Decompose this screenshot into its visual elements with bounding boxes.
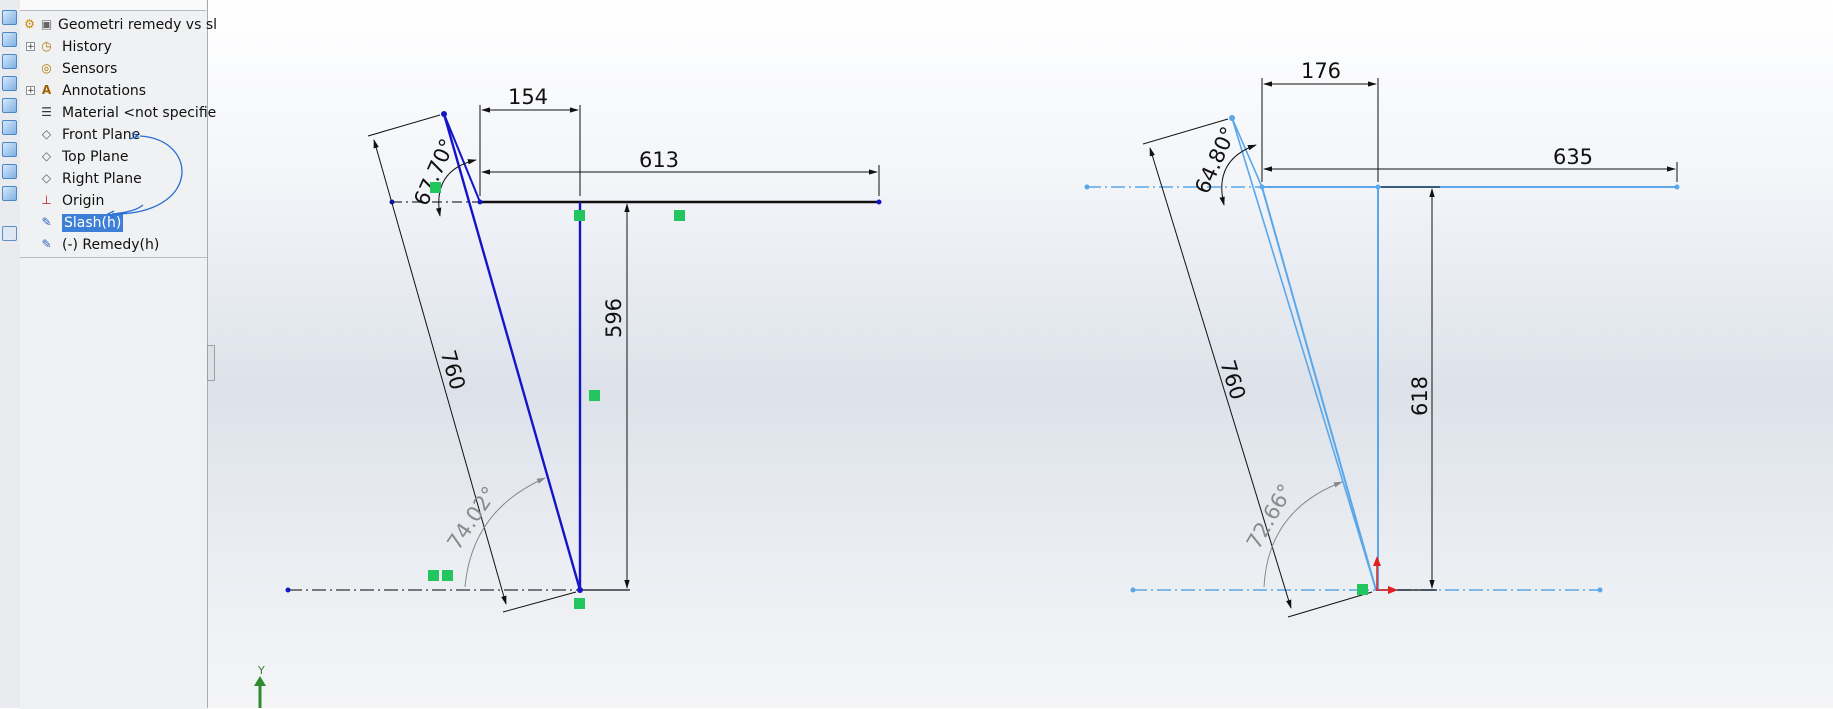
relation-marker[interactable] <box>1357 584 1368 595</box>
dim-613-label[interactable]: 613 <box>639 148 679 172</box>
tree-item-label: (-) Remedy(h) <box>62 237 160 253</box>
relation-marker[interactable] <box>589 390 600 401</box>
angle-top-label[interactable]: 67.70° <box>409 135 460 209</box>
dim-760-label[interactable]: 760 <box>436 347 470 392</box>
dim-760-ext-top <box>367 114 441 137</box>
angle-top-label[interactable]: 64.80° <box>1190 123 1241 197</box>
sketch-icon: ✎ <box>41 215 52 229</box>
remedy-slanted-line-2[interactable] <box>1261 186 1377 591</box>
relation-marker[interactable] <box>574 210 585 221</box>
endpoint[interactable] <box>1375 184 1381 190</box>
endpoint[interactable] <box>1674 184 1680 190</box>
history-icon: ◷ <box>41 39 52 53</box>
dim-618-label[interactable]: 618 <box>1408 376 1432 416</box>
view-cube-icon[interactable] <box>2 120 17 135</box>
relation-marker[interactable] <box>574 598 585 609</box>
link-icon[interactable] <box>2 226 17 241</box>
view-cube-icon[interactable] <box>2 76 17 91</box>
tree-item-label: Right Plane <box>62 171 142 187</box>
tree-item-label: Annotations <box>62 83 147 99</box>
relation-marker[interactable] <box>442 570 453 581</box>
endpoint[interactable] <box>1229 115 1235 121</box>
y-axis-arrowhead <box>254 676 266 686</box>
remedy-connector[interactable] <box>1231 117 1263 188</box>
angle-72-arc <box>1263 481 1343 588</box>
endpoint[interactable] <box>441 111 447 117</box>
relation-marker[interactable] <box>674 210 685 221</box>
endpoint[interactable] <box>1130 587 1136 593</box>
origin-x-arrowhead <box>1388 586 1398 594</box>
dim-176-label[interactable]: 176 <box>1301 59 1341 83</box>
sketch-slash[interactable]: 154 613 596 760 67.70° 74.02° <box>285 85 882 613</box>
part-name-label: Geometri remedy vs sl <box>58 17 218 33</box>
endpoint[interactable] <box>577 587 583 593</box>
endpoint[interactable] <box>285 587 291 593</box>
plane-icon: ◇ <box>41 127 52 141</box>
relation-marker[interactable] <box>428 570 439 581</box>
origin-icon: ⊥ <box>41 193 52 207</box>
document-icon: ▣ <box>40 17 53 31</box>
dim-596-label[interactable]: 596 <box>602 298 626 338</box>
feature-manager-tree: ⚙ ▣ Geometri remedy vs sl + ◷ History ◎ … <box>20 0 217 709</box>
origin-y-arrowhead <box>1373 556 1381 566</box>
annotations-icon: A <box>41 83 52 97</box>
panel-splitter-handle[interactable] <box>207 345 215 381</box>
y-axis-label: Y <box>257 664 265 677</box>
dim-635-label[interactable]: 635 <box>1553 145 1593 169</box>
plane-icon: ◇ <box>41 149 52 163</box>
tree-item-label: Material <not specifie <box>62 105 217 121</box>
expand-toggle[interactable]: + <box>26 86 35 96</box>
axis-triad: Y <box>254 664 266 708</box>
sensors-icon: ◎ <box>41 61 52 75</box>
dim-760-ext-bottom <box>502 591 577 613</box>
view-cube-icon[interactable] <box>2 164 17 179</box>
filter-bar[interactable] <box>20 0 206 11</box>
dim-760-ext-top <box>1142 118 1229 145</box>
view-toolbar-strip <box>0 0 21 708</box>
dim-760-line <box>373 139 507 605</box>
plane-icon: ◇ <box>41 171 52 185</box>
view-cube-icon[interactable] <box>2 32 17 47</box>
expand-toggle[interactable]: + <box>26 42 35 52</box>
dim-760-ext-bottom <box>1287 591 1373 618</box>
view-cube-icon[interactable] <box>2 142 17 157</box>
endpoint[interactable] <box>876 199 882 205</box>
view-cube-icon[interactable] <box>2 10 17 25</box>
dim-760-line <box>1149 147 1292 609</box>
view-cube-icon[interactable] <box>2 54 17 69</box>
material-icon: ☰ <box>41 105 52 119</box>
sketch-icon: ✎ <box>41 237 52 251</box>
angle-64-arc <box>1219 144 1257 206</box>
endpoint[interactable] <box>1597 587 1603 593</box>
tree-item-label: Origin <box>62 193 105 209</box>
endpoint[interactable] <box>1084 184 1090 190</box>
part-icon: ⚙ <box>24 17 35 31</box>
angle-67-arc <box>435 159 477 217</box>
dim-154-label[interactable]: 154 <box>508 85 548 109</box>
tree-item-label: History <box>62 39 112 55</box>
relation-marker[interactable] <box>430 182 441 193</box>
tree-item-label: Slash(h) <box>62 214 124 232</box>
view-cube-icon[interactable] <box>2 186 17 201</box>
view-cube-icon[interactable] <box>2 98 17 113</box>
tree-item-label: Sensors <box>62 61 118 77</box>
tree-item-label: Top Plane <box>62 149 129 165</box>
endpoint[interactable] <box>1259 184 1265 190</box>
dim-760-label[interactable]: 760 <box>1215 357 1250 402</box>
sketch-remedy[interactable]: 176 635 618 760 64.80° 72.66° <box>1084 59 1680 618</box>
tree-item-label: Front Plane <box>62 127 141 143</box>
angle-74-arc <box>464 477 546 588</box>
tree-empty-area <box>20 257 207 709</box>
angle-bottom-label[interactable]: 74.02° <box>443 482 502 554</box>
